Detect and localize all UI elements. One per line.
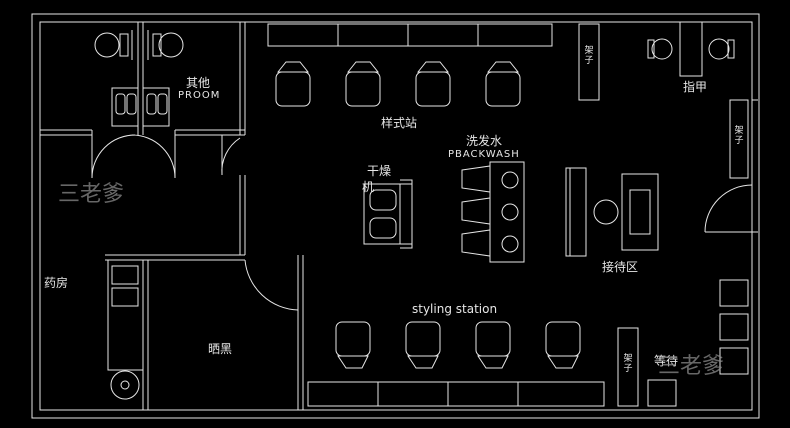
outer-walls: [31, 13, 760, 419]
shelf-label-right: 架子: [734, 126, 744, 146]
nails-label: 指甲: [683, 80, 708, 94]
top-counter: [267, 23, 600, 101]
restroom-fixtures: [94, 30, 184, 127]
darkroom-label: 晒黑: [208, 342, 233, 356]
waiting-chairs: [647, 275, 753, 410]
styling-chair: [415, 61, 451, 107]
styling-chair: [405, 321, 441, 369]
reception-label: 接待区: [602, 260, 639, 274]
nail-station: [647, 21, 735, 77]
reception-desk: [565, 167, 659, 257]
styling-chair: [475, 321, 511, 369]
bottom-counter: [307, 327, 639, 407]
styling-chairs-bottom: [335, 321, 581, 369]
dryer-unit: [363, 179, 413, 249]
dryer-label-line2: 机: [362, 180, 375, 194]
right-shelf: [729, 99, 749, 179]
watermark-right: 三老爹: [658, 354, 725, 379]
styling-station-top-label: 样式站: [381, 116, 418, 130]
shelf-label-bottom: 架子: [623, 354, 633, 374]
dryer-label-line1: 干燥: [367, 164, 392, 178]
interior-walls: [40, 22, 758, 410]
waiting-label: 等待: [654, 354, 679, 368]
styling-chair: [345, 61, 381, 107]
backwash-units: [461, 161, 525, 263]
styling-chair: [275, 61, 311, 107]
styling-chair: [335, 321, 371, 369]
backwash-en-label: PBACKWASH: [448, 149, 520, 160]
proom-label: PROOM: [178, 90, 221, 101]
shelf-label-top: 架子: [584, 46, 594, 66]
backwash-cn-label: 洗发水: [466, 134, 503, 148]
pharmacy-label: 药房: [44, 276, 69, 290]
styling-station-bottom-label: styling station: [412, 302, 498, 316]
styling-chairs-top: [275, 61, 521, 107]
doors: [91, 134, 753, 311]
styling-chair: [545, 321, 581, 369]
styling-chair: [485, 61, 521, 107]
watermark-left: 三老爹: [58, 182, 125, 207]
other-room-label: 其他: [186, 76, 211, 90]
pharmacy-equipment: [107, 259, 144, 400]
